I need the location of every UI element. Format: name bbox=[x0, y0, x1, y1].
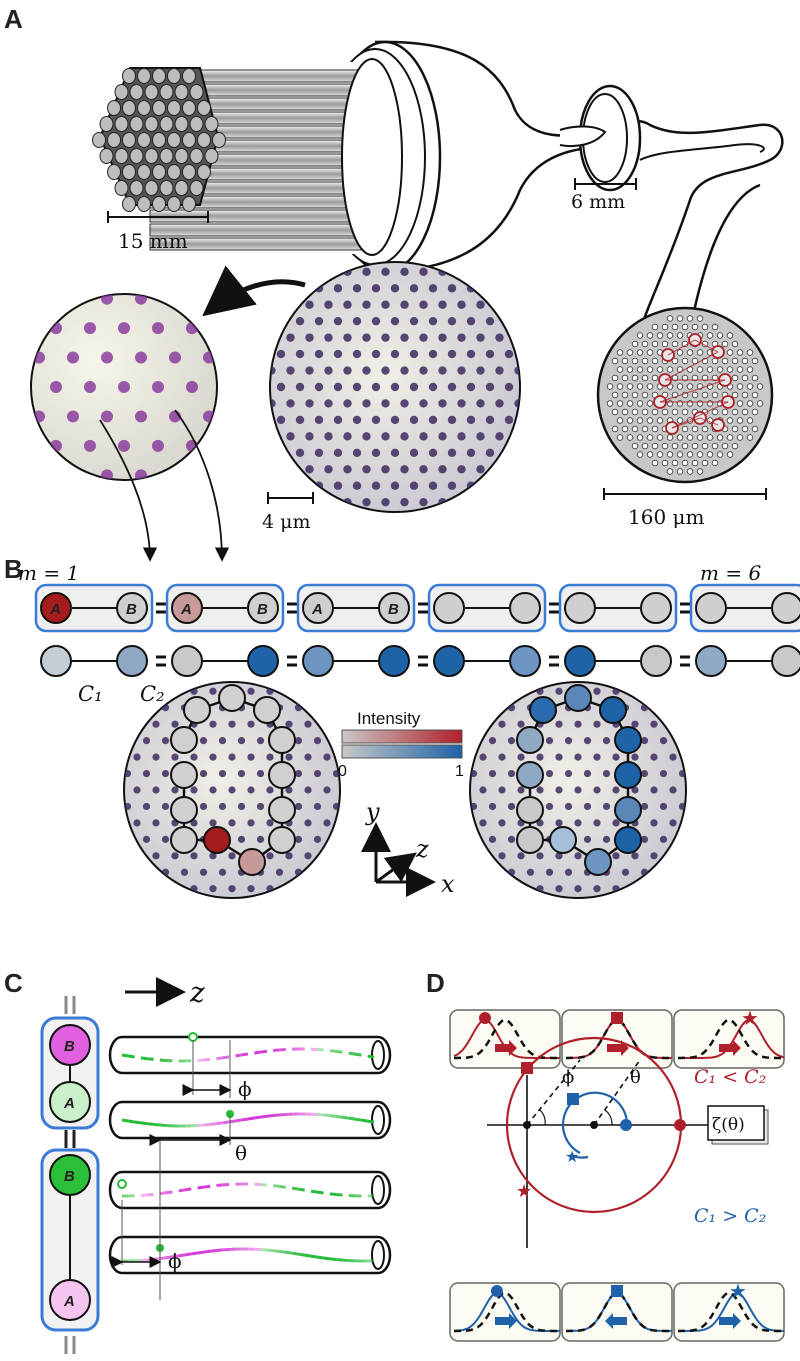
c-bottom-b: B bbox=[64, 1168, 75, 1185]
axis-z-label: z bbox=[415, 835, 429, 863]
node-a-label: A bbox=[49, 601, 61, 618]
phase-markers: ϕ θ ϕ bbox=[111, 1040, 252, 1300]
unit-cell-top: B A bbox=[40, 1016, 100, 1130]
panel-b-label: B bbox=[4, 554, 23, 584]
axis-triad: y x z bbox=[361, 798, 455, 898]
node-a-label: A bbox=[180, 601, 192, 618]
c-z-label: z bbox=[189, 976, 205, 1009]
panel-d-label: D bbox=[426, 968, 445, 998]
c-theta: θ bbox=[235, 1141, 247, 1165]
scale-taper-label: 6 mm bbox=[571, 191, 625, 213]
m-last-label: m = 6 bbox=[700, 561, 761, 585]
micrograph-zoom-inset bbox=[30, 293, 218, 481]
lattice-excitation-blue bbox=[469, 681, 687, 899]
c-phi-top: ϕ bbox=[238, 1077, 252, 1101]
z-direction-arrow: z bbox=[125, 976, 205, 1009]
m-first-label: m = 1 bbox=[18, 561, 79, 585]
d-theta: θ bbox=[630, 1067, 641, 1088]
intensity-title: Intensity bbox=[357, 709, 421, 728]
scale-micro-label: 4 μm bbox=[262, 511, 311, 533]
bundle-end-face bbox=[92, 68, 226, 212]
scale-section-label: 160 μm bbox=[628, 505, 705, 529]
scale-bar-section: 160 μm bbox=[603, 488, 767, 529]
pointer-arrow-1 bbox=[99, 419, 158, 562]
c1-label: C₁ bbox=[78, 682, 103, 706]
winding-diagram: ★ ★ ϕ θ bbox=[487, 1036, 730, 1248]
c-top-b: B bbox=[64, 1038, 75, 1055]
zoom-arrow bbox=[202, 265, 306, 317]
svg-text:★: ★ bbox=[516, 1181, 532, 1202]
intensity-legend: Intensity 0 1 bbox=[338, 709, 464, 780]
intensity-max: 1 bbox=[455, 763, 464, 780]
svg-text:★: ★ bbox=[565, 1147, 579, 1166]
lattice-excitation-red bbox=[123, 681, 341, 899]
scale-bar-bundle: 15 mm bbox=[107, 211, 209, 253]
zeta-box: ζ(θ) bbox=[707, 1105, 769, 1145]
axis-x-label: x bbox=[441, 870, 455, 898]
c-bottom-a: A bbox=[63, 1293, 75, 1310]
fiber-cross-section bbox=[596, 306, 774, 484]
scale-bar-taper: 6 mm bbox=[571, 178, 637, 213]
scale-bar-micro: 4 μm bbox=[262, 492, 314, 533]
svg-text:★: ★ bbox=[729, 1279, 747, 1303]
node-b-label: B bbox=[126, 601, 137, 618]
dimer-chain-bottom bbox=[40, 645, 800, 677]
node-a-label: A bbox=[311, 601, 323, 618]
d-phi: ϕ bbox=[562, 1067, 574, 1088]
chain-link-marks bbox=[64, 996, 76, 1354]
c-top-a: A bbox=[63, 1095, 75, 1112]
c2-label: C₂ bbox=[140, 682, 165, 706]
micrograph-main bbox=[269, 261, 521, 513]
scale-bundle-label: 15 mm bbox=[118, 229, 188, 253]
mode-profiles: ★★ bbox=[449, 1006, 785, 1342]
waveguide-tubes bbox=[108, 1032, 392, 1275]
panel-c-label: C bbox=[4, 968, 23, 998]
svg-text:★: ★ bbox=[741, 1006, 759, 1030]
intensity-min: 0 bbox=[338, 763, 347, 780]
d-cond-red: C₁ < C₂ bbox=[694, 1066, 766, 1088]
pointer-arrow-2 bbox=[174, 409, 230, 562]
fiber-taper-drawing bbox=[92, 40, 784, 332]
axis-y-label: y bbox=[365, 798, 380, 826]
node-b-label: B bbox=[388, 601, 399, 618]
panel-a-label: A bbox=[4, 4, 23, 34]
d-zeta: ζ(θ) bbox=[712, 1115, 745, 1135]
c-phi-bottom: ϕ bbox=[168, 1249, 182, 1273]
unit-cell-bottom: B A bbox=[40, 1148, 100, 1332]
node-b-label: B bbox=[257, 601, 268, 618]
d-cond-blue: C₁ > C₂ bbox=[694, 1205, 766, 1227]
